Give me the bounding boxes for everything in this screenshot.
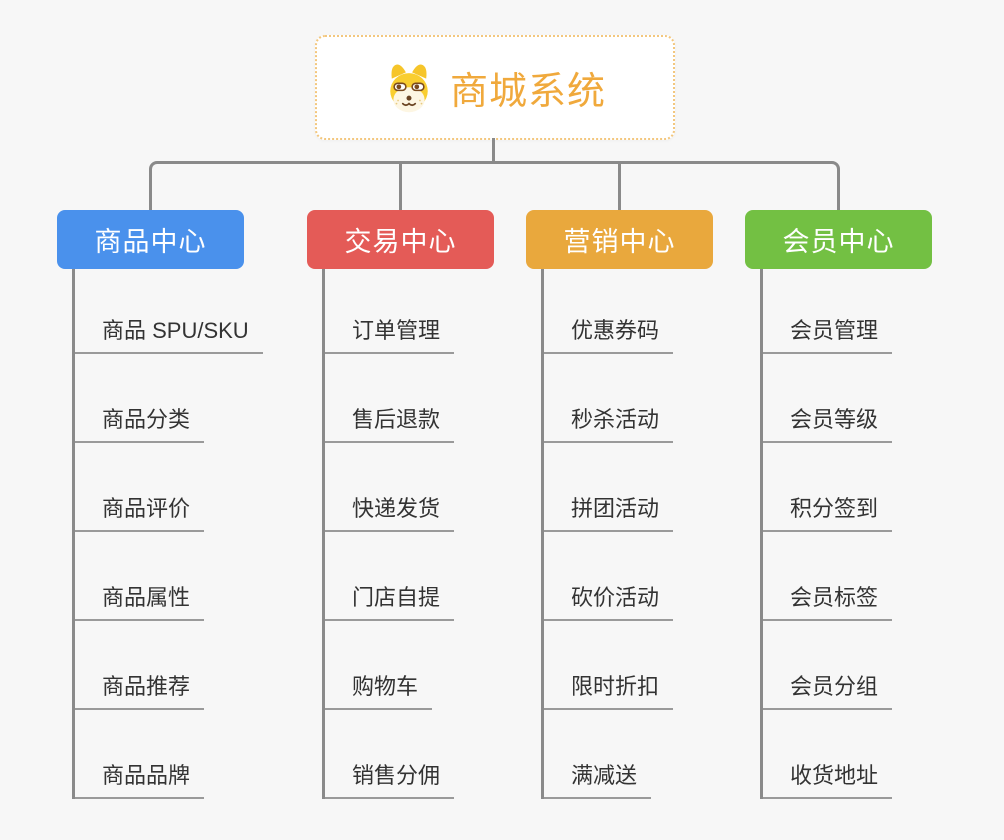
leaf-node: 满减送 [544,710,776,799]
leaf-label[interactable]: 商品评价 [75,491,205,532]
leaf-node: 会员分组 [763,621,995,710]
leaf-label[interactable]: 会员管理 [763,313,893,354]
leaf-node: 收货地址 [763,710,995,799]
leaf-node: 会员等级 [763,354,995,443]
leaf-label[interactable]: 快递发货 [325,491,455,532]
leaf-label[interactable]: 会员标签 [763,580,893,621]
leaf-node: 积分签到 [763,443,995,532]
leaf-label[interactable]: 优惠券码 [544,313,674,354]
leaf-node: 秒杀活动 [544,354,776,443]
connector-rail [149,161,840,210]
branch-node[interactable]: 交易中心 [307,210,494,269]
leaf-label[interactable]: 商品推荐 [75,669,205,710]
dog-face-icon [390,63,428,112]
leaf-node: 商品属性 [75,532,307,621]
leaf-label[interactable]: 门店自提 [325,580,455,621]
leaf-node: 购物车 [325,621,557,710]
leaf-label[interactable]: 商品分类 [75,402,205,443]
leaf-label[interactable]: 购物车 [325,669,433,710]
leaf-node: 拼团活动 [544,443,776,532]
leaf-node: 会员标签 [763,532,995,621]
connector-root-stub [492,138,495,163]
leaf-label[interactable]: 订单管理 [325,313,455,354]
connector-drop-branch-2 [399,163,402,210]
connector-drop-branch-3 [618,163,621,210]
leaf-label[interactable]: 商品 SPU/SKU [75,313,263,354]
leaf-label[interactable]: 销售分佣 [325,758,455,799]
branch-trunk: 优惠券码 秒杀活动 拼团活动 砍价活动 限时折扣 满减送 [541,269,776,799]
branch-member-center: 会员中心 会员管理 会员等级 积分签到 会员标签 会员分组 收货地址 [745,210,995,799]
root-node[interactable]: 商城系统 [315,35,675,140]
branch-node[interactable]: 会员中心 [745,210,932,269]
leaf-node: 商品分类 [75,354,307,443]
leaf-label[interactable]: 秒杀活动 [544,402,674,443]
leaf-node: 会员管理 [763,269,995,354]
branch-node[interactable]: 营销中心 [526,210,713,269]
leaf-label[interactable]: 会员等级 [763,402,893,443]
branch-marketing-center: 营销中心 优惠券码 秒杀活动 拼团活动 砍价活动 限时折扣 满减送 [526,210,776,799]
leaf-node: 商品评价 [75,443,307,532]
leaf-node: 销售分佣 [325,710,557,799]
branch-trunk: 会员管理 会员等级 积分签到 会员标签 会员分组 收货地址 [760,269,995,799]
branch-trade-center: 交易中心 订单管理 售后退款 快递发货 门店自提 购物车 销售分佣 [307,210,557,799]
leaf-node: 售后退款 [325,354,557,443]
leaf-label[interactable]: 会员分组 [763,669,893,710]
leaf-node: 商品 SPU/SKU [75,269,307,354]
leaf-node: 门店自提 [325,532,557,621]
leaf-label[interactable]: 收货地址 [763,758,893,799]
leaf-node: 优惠券码 [544,269,776,354]
leaf-label[interactable]: 商品属性 [75,580,205,621]
branch-trunk: 商品 SPU/SKU 商品分类 商品评价 商品属性 商品推荐 商品品牌 [72,269,307,799]
leaf-node: 限时折扣 [544,621,776,710]
branch-product-center: 商品中心 商品 SPU/SKU 商品分类 商品评价 商品属性 商品推荐 商品品牌 [57,210,307,799]
leaf-label[interactable]: 限时折扣 [544,669,674,710]
branch-node[interactable]: 商品中心 [57,210,244,269]
leaf-node: 商品推荐 [75,621,307,710]
leaf-node: 砍价活动 [544,532,776,621]
leaf-node: 订单管理 [325,269,557,354]
leaf-label[interactable]: 售后退款 [325,402,455,443]
leaf-label[interactable]: 砍价活动 [544,580,674,621]
leaf-label[interactable]: 商品品牌 [75,758,205,799]
leaf-node: 快递发货 [325,443,557,532]
leaf-label[interactable]: 满减送 [544,758,652,799]
root-title: 商城系统 [449,71,606,113]
branch-trunk: 订单管理 售后退款 快递发货 门店自提 购物车 销售分佣 [322,269,557,799]
leaf-label[interactable]: 拼团活动 [544,491,674,532]
leaf-node: 商品品牌 [75,710,307,799]
leaf-label[interactable]: 积分签到 [763,491,893,532]
